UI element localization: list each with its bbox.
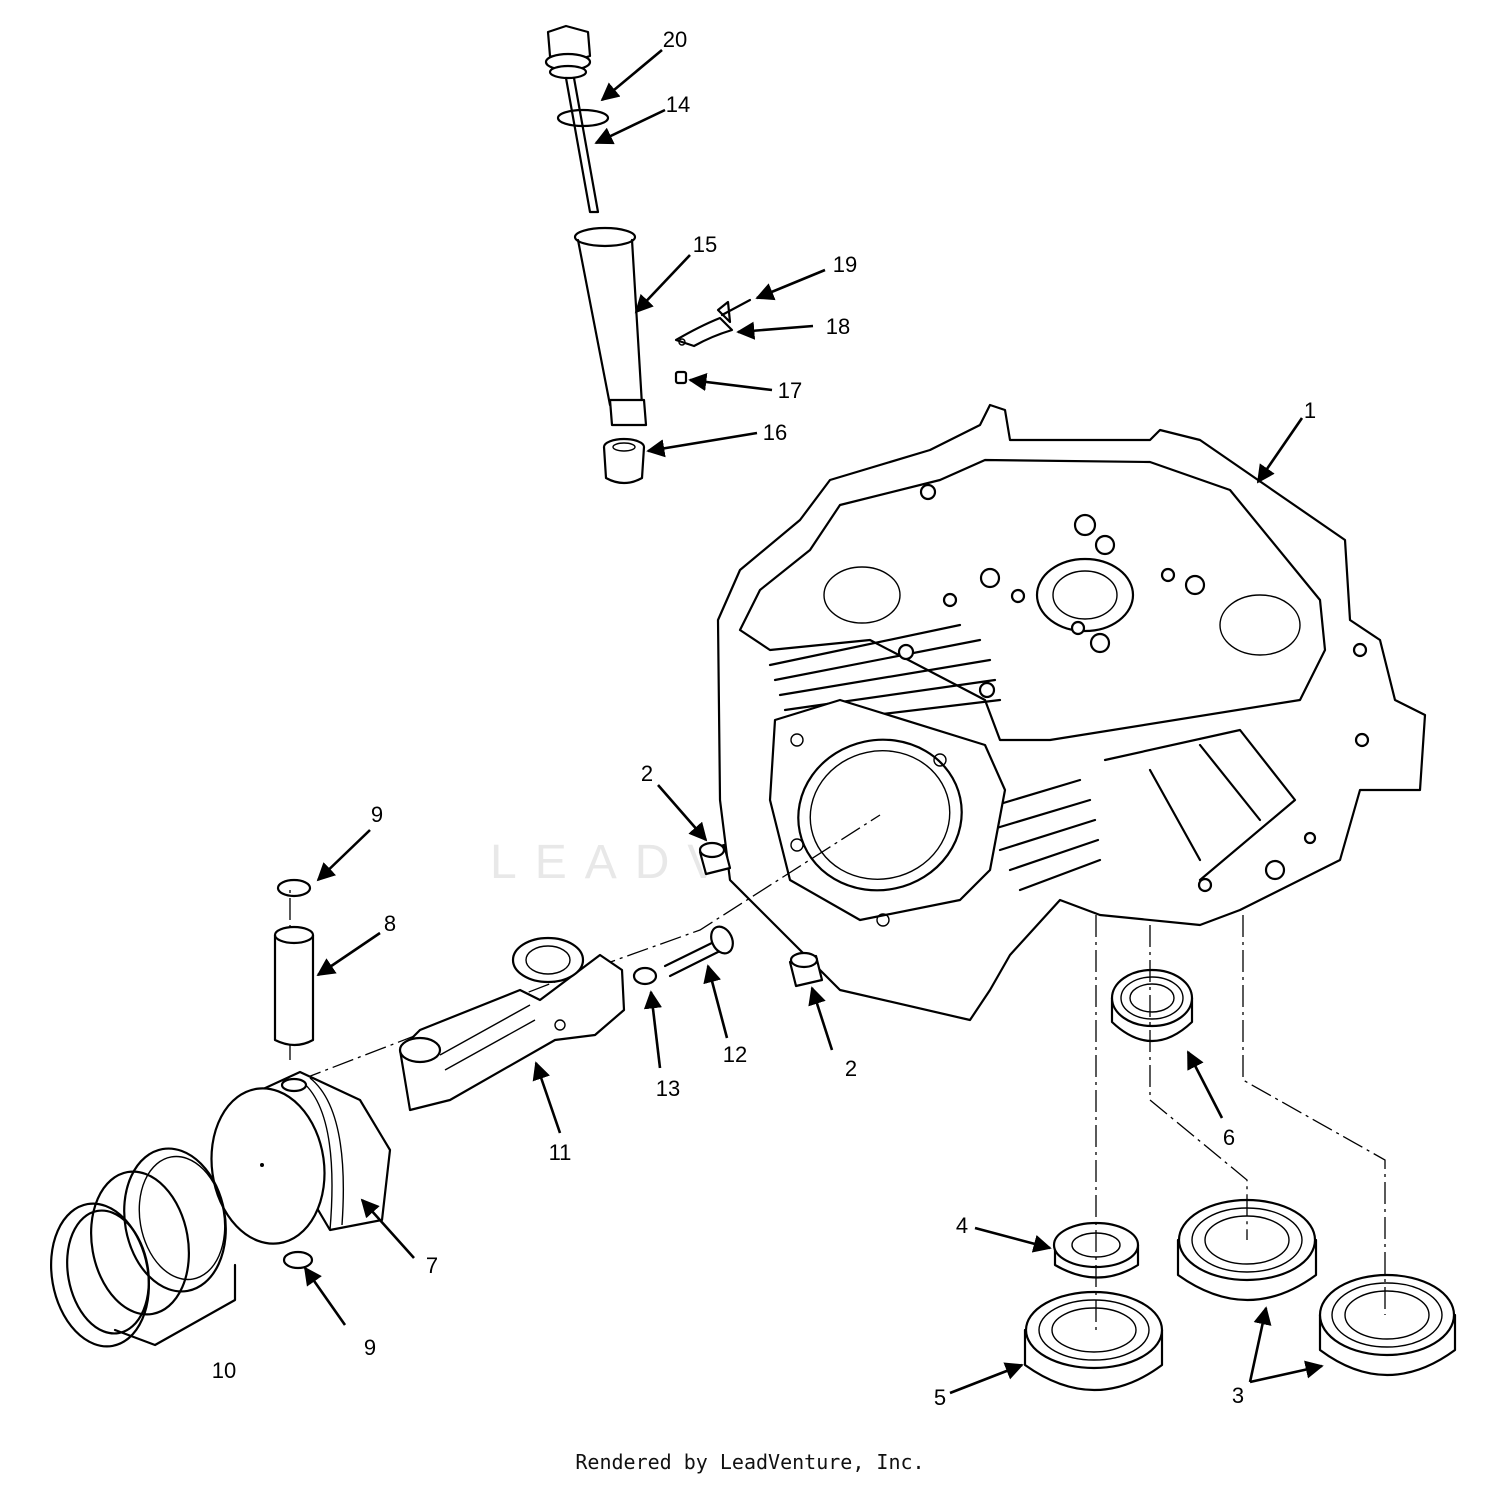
callout-13: 13 [656, 1076, 680, 1101]
footer-credit: Rendered by LeadVenture, Inc. [575, 1450, 925, 1474]
callout-6: 6 [1223, 1125, 1235, 1150]
callout-18: 18 [826, 314, 850, 339]
rod-washer [632, 966, 658, 986]
tube-bracket [674, 316, 734, 348]
callout-19: 19 [833, 252, 857, 277]
callout-12: 12 [723, 1042, 747, 1067]
callout-5: 5 [934, 1385, 946, 1410]
callout-2-lower: 2 [845, 1056, 857, 1081]
centerline-bearings [1095, 915, 1386, 1330]
connecting-rod [398, 936, 626, 1112]
callout-14: 14 [666, 92, 690, 117]
ball-bearing-3b [1318, 1273, 1457, 1376]
callout-2-upper: 2 [641, 761, 653, 786]
callout-20: 20 [663, 27, 687, 52]
dipstick-rod [564, 76, 600, 214]
dipstick-tube [573, 226, 648, 427]
wrist-pin-clip-lower [282, 1250, 314, 1270]
dowel-pin-upper [698, 841, 732, 876]
wrist-pin-clip-upper [276, 878, 312, 898]
callout-9-upper: 9 [371, 802, 383, 827]
callout-arrows [303, 49, 1324, 1395]
dipstick-cap [544, 24, 592, 80]
callout-7: 7 [426, 1253, 438, 1278]
callout-11: 11 [549, 1140, 572, 1165]
bracket-screw [716, 298, 752, 324]
callout-4: 4 [956, 1213, 968, 1238]
callout-10: 10 [212, 1358, 236, 1383]
ball-bearing-6 [1110, 968, 1194, 1042]
callout-3: 3 [1232, 1383, 1244, 1408]
callout-16: 16 [763, 420, 787, 445]
dowel-pin-lower [788, 951, 824, 988]
wrist-pin [273, 925, 315, 1047]
crankcase [716, 403, 1427, 1022]
callout-17: 17 [778, 378, 802, 403]
dipstick-o-ring [556, 108, 610, 128]
callout-15: 15 [693, 232, 717, 257]
callout-9-lower: 9 [364, 1335, 376, 1360]
piston-rings [50, 1147, 237, 1348]
bracket-nut [674, 370, 688, 385]
callout-8: 8 [384, 911, 396, 936]
ball-bearing-5 [1023, 1290, 1164, 1391]
tube-seal [602, 437, 646, 485]
callout-1: 1 [1304, 398, 1316, 423]
rod-bolt [663, 925, 734, 978]
piston [210, 1070, 392, 1245]
